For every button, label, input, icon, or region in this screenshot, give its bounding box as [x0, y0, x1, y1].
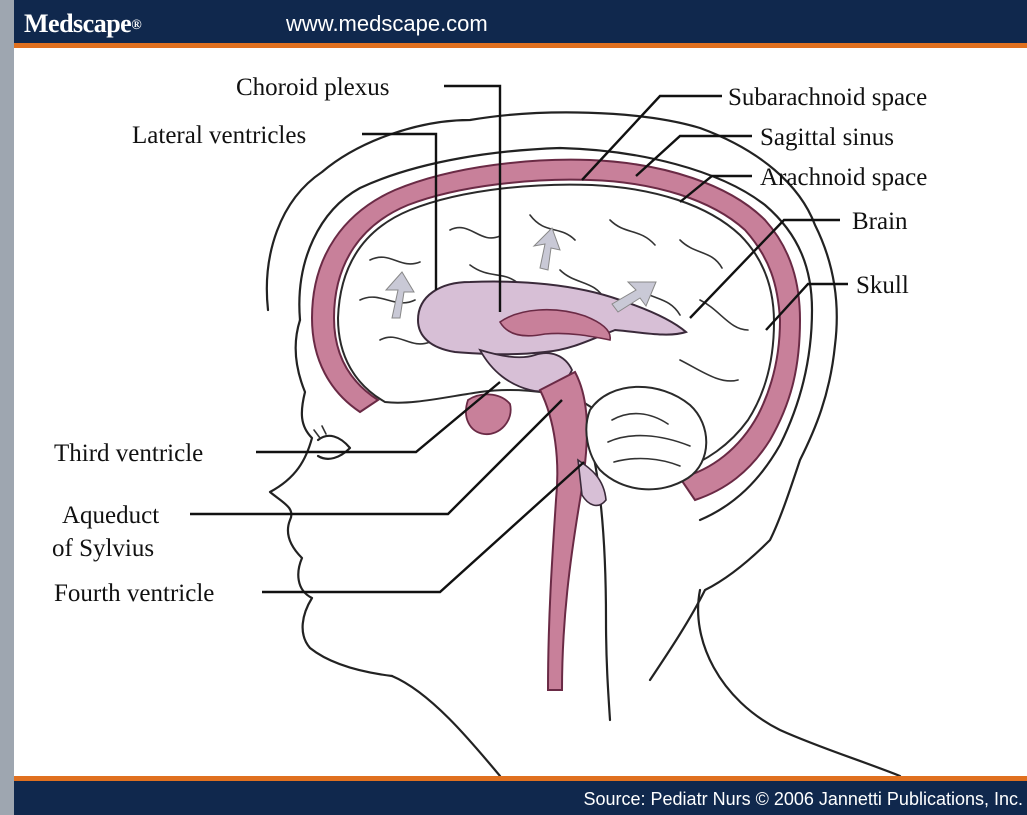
label-aqueduct-line2: of Sylvius [52, 535, 154, 562]
label-skull: Skull [856, 272, 909, 299]
back-neck-line [698, 590, 900, 776]
neck-line [392, 676, 500, 776]
label-brain: Brain [852, 208, 908, 235]
brain-csf-diagram: Choroid plexus Lateral ventricles Subara… [14, 0, 1027, 776]
label-third-ventricle: Third ventricle [54, 440, 203, 467]
label-aqueduct-line1: Aqueduct [62, 502, 159, 529]
label-sagittal-sinus: Sagittal sinus [760, 124, 894, 151]
figure-frame: Medscape® www.medscape.com [14, 0, 1027, 815]
eye-icon [318, 436, 350, 459]
label-choroid-plexus: Choroid plexus [236, 74, 389, 101]
leader-fourth-ventricle [262, 462, 584, 592]
label-fourth-ventricle: Fourth ventricle [54, 580, 214, 607]
pituitary [466, 394, 511, 434]
label-lateral-ventricles: Lateral ventricles [132, 122, 306, 149]
source-credit: Source: Pediatr Nurs © 2006 Jannetti Pub… [584, 789, 1024, 810]
label-arachnoid-space: Arachnoid space [760, 164, 927, 191]
footer-bar: Source: Pediatr Nurs © 2006 Jannetti Pub… [14, 776, 1027, 815]
label-subarachnoid-space: Subarachnoid space [728, 84, 927, 111]
brainstem [540, 372, 587, 690]
